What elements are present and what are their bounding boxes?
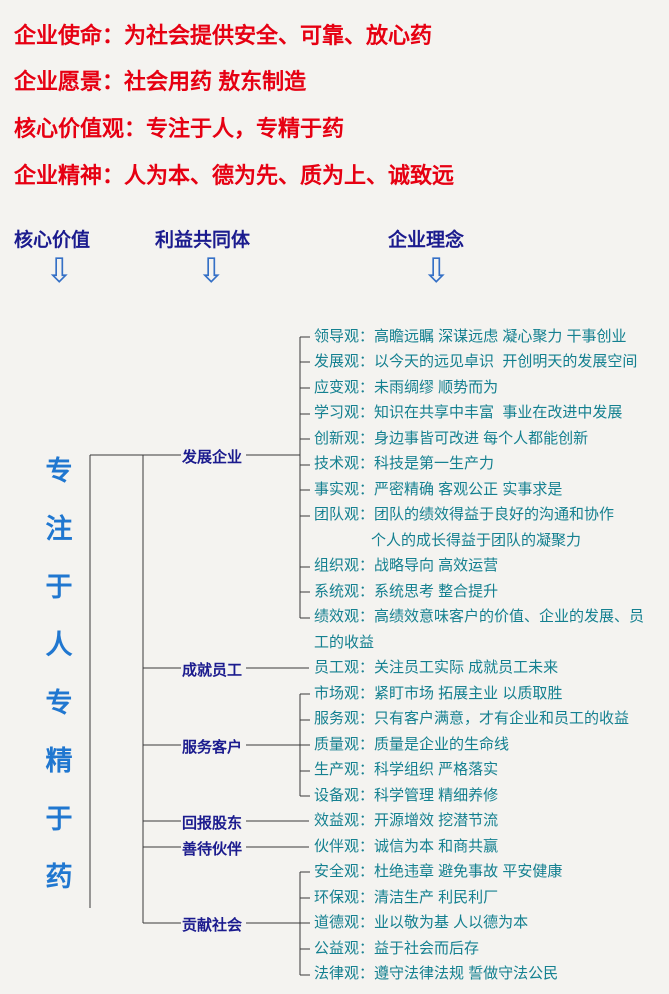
leaf-item: 公益观：益于社会而后存 bbox=[314, 940, 480, 957]
leaf-item: 服务观：只有客户满意，才有企业和员工的收益 bbox=[314, 710, 630, 727]
node-develop-enterprise: 发展企业 bbox=[182, 449, 243, 466]
down-arrow-icon: ⇩ bbox=[45, 251, 74, 291]
leaf-item: 组织观：战略导向 高效运营 bbox=[314, 557, 499, 574]
leaf-item: 技术观：科技是第一生产力 bbox=[314, 455, 495, 472]
leaf-item: 法律观：遵守法律法规 誓做守法公民 bbox=[314, 965, 559, 982]
leaf-item: 创新观：身边事皆可改进 每个人都能创新 bbox=[314, 430, 589, 447]
mission-line: 企业使命：为社会提供安全、可靠、放心药 bbox=[14, 23, 433, 48]
node-serve-customers: 服务客户 bbox=[182, 739, 243, 756]
column-title-core-value: 核心价值 bbox=[14, 230, 91, 251]
core-value-text: 专注于人专精于药 bbox=[45, 456, 73, 892]
node-fulfill-employees: 成就员工 bbox=[182, 662, 243, 679]
leaf-item: 绩效观：高绩效意味客户的价值、企业的发展、员 bbox=[314, 608, 645, 625]
leaf-item: 道德观：业以敬为基 人以德为本 bbox=[314, 914, 529, 931]
leaf-item: 安全观：杜绝违章 避免事故 平安健康 bbox=[314, 863, 563, 880]
node-reward-shareholders: 回报股东 bbox=[182, 815, 243, 832]
column-title-philosophy: 企业理念 bbox=[388, 230, 465, 251]
leaf-item: 质量观：质量是企业的生命线 bbox=[314, 736, 510, 753]
leaf-item: 系统观：系统思考 整合提升 bbox=[314, 583, 499, 600]
node-contribute-society: 贡献社会 bbox=[182, 917, 243, 934]
leaf-item: 学习观：知识在共享中丰富 事业在改进中发展 bbox=[314, 404, 623, 421]
leaf-item: 伙伴观：诚信为本 和商共赢 bbox=[314, 838, 499, 855]
down-arrow-icon: ⇩ bbox=[422, 251, 451, 291]
vision-line: 企业愿景：社会用药 敖东制造 bbox=[14, 69, 307, 94]
leaf-item: 事实观：严密精确 客观公正 实事求是 bbox=[314, 481, 563, 498]
leaf-item: 领导观：高瞻远瞩 深谋远虑 凝心聚力 干事创业 bbox=[314, 328, 627, 345]
leaf-item: 生产观：科学组织 严格落实 bbox=[314, 761, 499, 778]
leaf-item: 设备观：科学管理 精细养修 bbox=[314, 787, 499, 804]
core-values-line: 核心价值观：专注于人，专精于药 bbox=[14, 116, 345, 141]
leaf-item: 发展观：以今天的远见卓识 开创明天的发展空间 bbox=[314, 353, 638, 370]
spirit-line: 企业精神：人为本、德为先、质为上、诚致远 bbox=[14, 163, 455, 188]
leaf-item: 环保观：清洁生产 利民利厂 bbox=[314, 889, 499, 906]
column-title-stakeholders: 利益共同体 bbox=[155, 230, 251, 251]
leaf-item-continuation: 个人的成长得益于团队的凝聚力 bbox=[371, 532, 582, 549]
down-arrow-icon: ⇩ bbox=[197, 251, 226, 291]
leaf-item: 市场观：紧盯市场 拓展主业 以质取胜 bbox=[314, 685, 563, 702]
leaf-item: 员工观：关注员工实际 成就员工未来 bbox=[314, 659, 559, 676]
leaf-item-continuation: 工的收益 bbox=[314, 634, 375, 651]
leaf-item: 团队观：团队的绩效得益于良好的沟通和协作 bbox=[314, 506, 615, 523]
leaf-item: 应变观：未雨绸缪 顺势而为 bbox=[314, 379, 499, 396]
leaf-item: 效益观：开源增效 挖潜节流 bbox=[314, 812, 499, 829]
node-treat-partners: 善待伙伴 bbox=[182, 841, 243, 858]
